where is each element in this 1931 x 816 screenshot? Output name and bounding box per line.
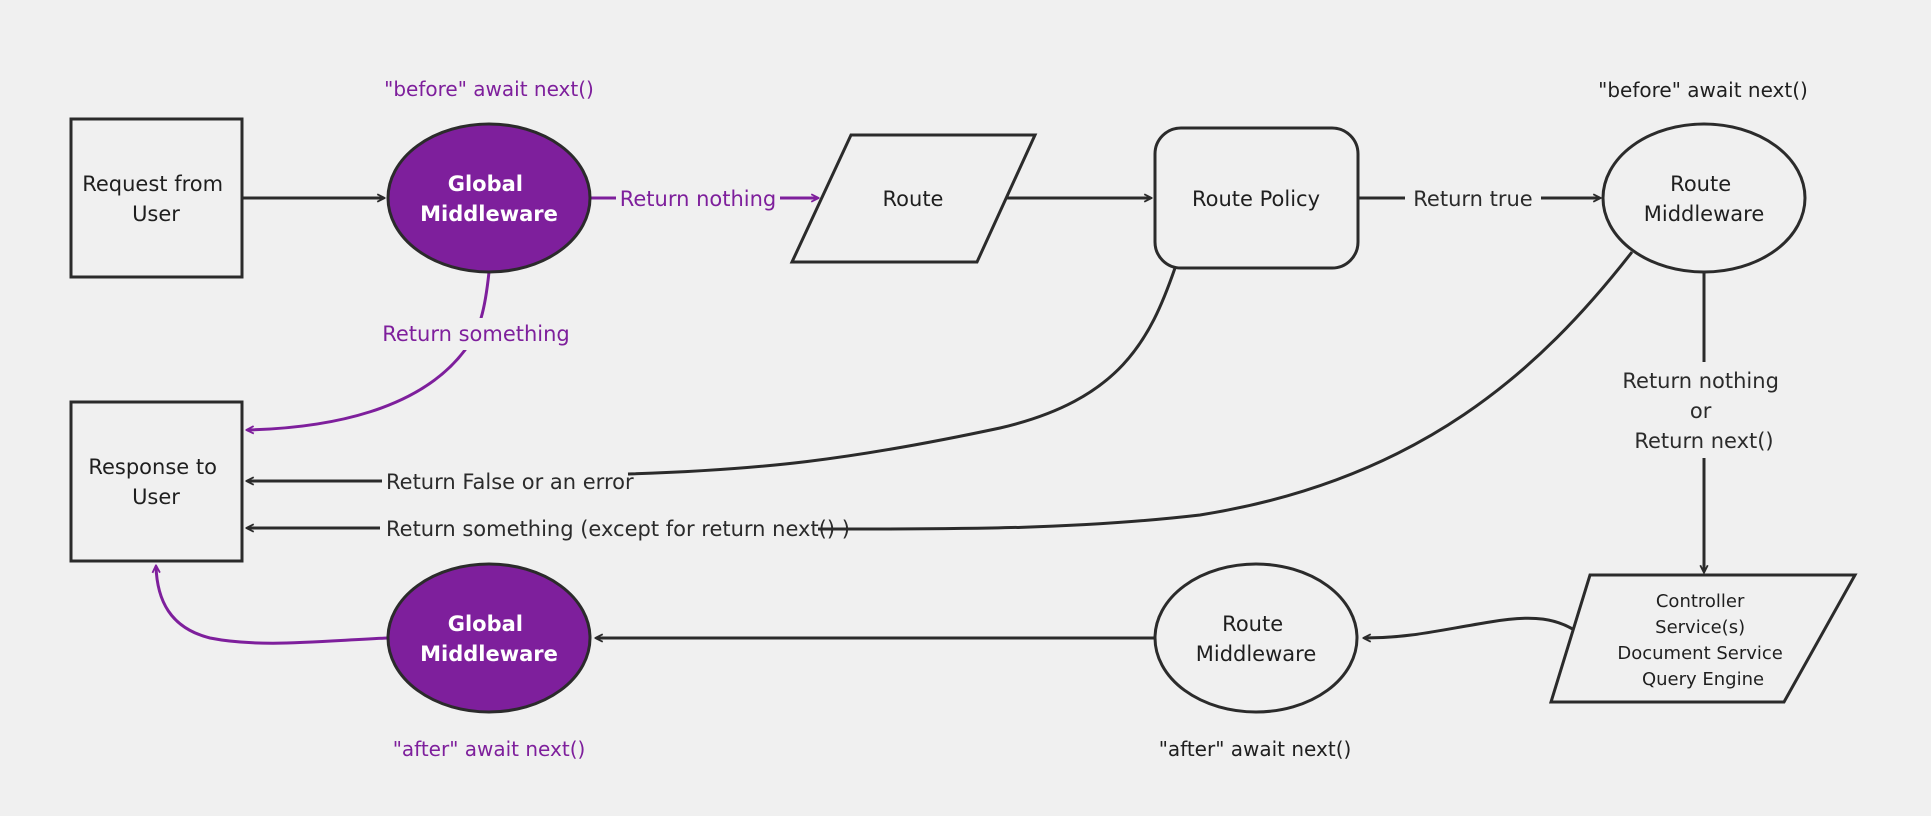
node-label: Global Middleware — [420, 172, 558, 226]
edge-label-return-something: Return something — [382, 322, 570, 346]
edge-label-line-2: or — [1690, 399, 1712, 423]
node-label: Route Middleware — [1196, 612, 1317, 666]
note-global-after: "after" await next() — [393, 737, 586, 761]
edge-controller-to-route-middleware — [1364, 616, 1586, 638]
node-global-middleware-after: Global Middleware — [386, 562, 592, 714]
node-label: Controller Service(s) Document Service Q… — [1617, 591, 1788, 690]
node-global-middleware-before: Global Middleware — [386, 122, 592, 274]
node-route: Route — [789, 133, 1038, 264]
label-line-2: User — [132, 485, 180, 509]
node-label: Response to User — [88, 455, 223, 509]
node-route-middleware-after: Route Middleware — [1153, 562, 1359, 714]
edge-route-middleware-to-response — [817, 251, 1634, 531]
label-line-2: User — [132, 202, 180, 226]
label-line-2: Service(s) — [1655, 617, 1745, 638]
note-route-before: "before" await next() — [1598, 78, 1808, 102]
node-route-middleware-before: Route Middleware — [1601, 122, 1807, 274]
edge-global-middleware-to-response — [247, 271, 491, 430]
note-global-before: "before" await next() — [384, 77, 594, 101]
label-line-2: Middleware — [420, 202, 558, 226]
edge-label-return-nothing-or-next: Return nothing or Return next() — [1622, 369, 1785, 453]
label-line-1: Request from — [82, 172, 223, 196]
node-label: Global Middleware — [420, 612, 558, 666]
label-line-1: Controller — [1656, 591, 1745, 612]
node-label: Route Middleware — [1644, 172, 1765, 226]
edge-label-return-nothing: Return nothing — [620, 187, 777, 211]
label-line-1: Global — [448, 172, 523, 196]
label-line-1: Route — [1670, 172, 1731, 196]
edge-label-line-1: Return nothing — [1622, 369, 1779, 393]
label-line-4: Query Engine — [1642, 669, 1764, 690]
edge-route-policy-to-response — [627, 267, 1177, 476]
node-label: Request from User — [82, 172, 230, 226]
label-line-1: Global — [448, 612, 523, 636]
edge-global-middleware-after-to-response — [156, 566, 389, 645]
label-line-2: Middleware — [1196, 642, 1317, 666]
label-line-1: Route — [1222, 612, 1283, 636]
label-line-1: Response to — [88, 455, 217, 479]
edge-label-return-something-except: Return something (except for return next… — [386, 517, 850, 541]
node-route-policy: Route Policy — [1153, 126, 1360, 270]
label-line-2: Middleware — [1644, 202, 1765, 226]
node-response-to-user: Response to User — [69, 400, 244, 563]
edge-label-line-3: Return next() — [1634, 429, 1773, 453]
node-label: Route — [883, 187, 944, 211]
label-line-3: Document Service — [1617, 643, 1783, 664]
edge-label-return-true: Return true — [1413, 187, 1532, 211]
label-line-2: Middleware — [420, 642, 558, 666]
node-controller-services: Controller Service(s) Document Service Q… — [1548, 573, 1858, 704]
edge-label-return-false: Return False or an error — [386, 470, 634, 494]
node-label: Route Policy — [1192, 187, 1320, 211]
node-request-from-user: Request from User — [69, 117, 244, 279]
note-route-after: "after" await next() — [1159, 737, 1352, 761]
